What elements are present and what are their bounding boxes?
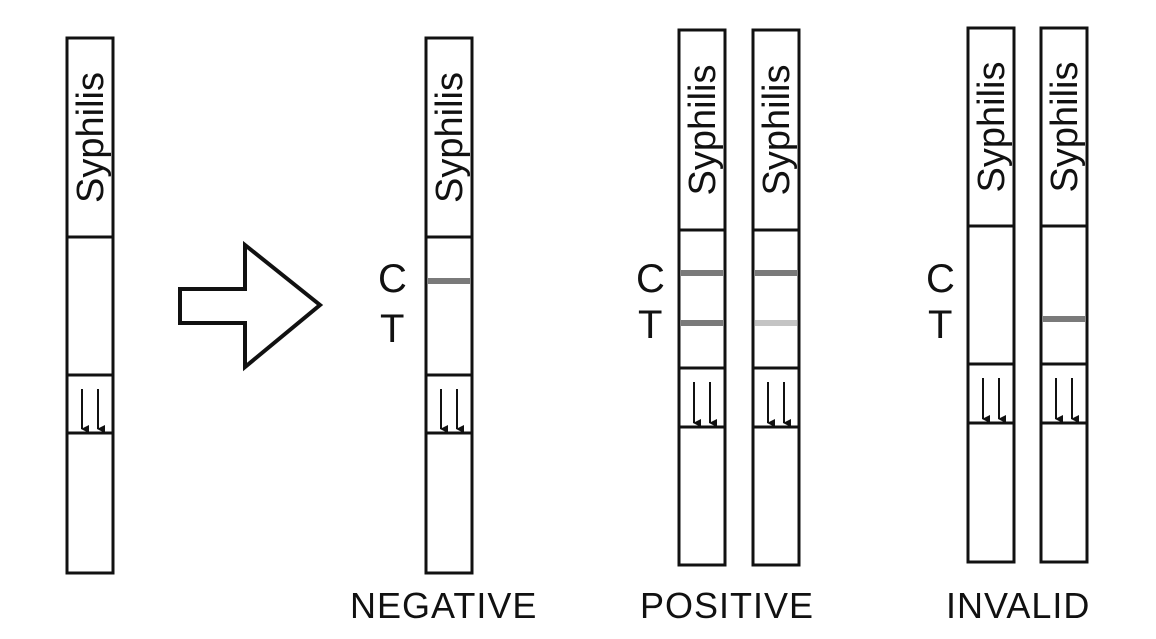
strip-body — [966, 26, 1016, 564]
test-band — [681, 320, 723, 326]
strip-body — [677, 28, 727, 567]
right-arrow-icon — [178, 240, 324, 372]
strip-body — [424, 36, 474, 575]
control-line-label-negative: C — [378, 257, 407, 301]
test-line-label-invalid: T — [928, 303, 952, 347]
control-line-label-invalid: C — [926, 257, 955, 301]
strip-brand-label: Syphilis — [1044, 62, 1086, 193]
negative-caption: NEGATIVE — [350, 585, 537, 626]
strip-brand-label: Syphilis — [429, 72, 471, 203]
control-band — [755, 270, 797, 276]
strip-brand-label: Syphilis — [756, 65, 798, 196]
unused-strip: Syphilis — [65, 36, 115, 575]
control-band — [681, 270, 723, 276]
strip-body — [751, 28, 801, 567]
positive-caption: POSITIVE — [640, 585, 814, 626]
strip-brand-label: Syphilis — [682, 65, 724, 196]
invalid-caption: INVALID — [946, 585, 1090, 626]
invalid-strip-none: Syphilis — [966, 26, 1016, 564]
strips-layer: Syphilis Syphilis Syphilis Syphilis Syphilis… — [65, 26, 1089, 575]
positive-strip-strong: Syphilis — [677, 28, 727, 567]
positive-strip-faint: Syphilis — [751, 28, 801, 567]
negative-strip: Syphilis — [424, 36, 474, 575]
strip-brand-label: Syphilis — [70, 72, 112, 203]
test-line-label-negative: T — [380, 307, 404, 351]
invalid-strip-test-only: Syphilis — [1039, 26, 1089, 564]
strip-body — [1039, 26, 1089, 564]
strip-brand-label: Syphilis — [971, 62, 1013, 193]
test-band — [1043, 316, 1085, 322]
test-band — [755, 320, 797, 326]
test-line-label-positive: T — [638, 303, 662, 347]
control-band — [428, 278, 470, 284]
control-line-label-positive: C — [636, 257, 665, 301]
strip-body — [65, 36, 115, 575]
